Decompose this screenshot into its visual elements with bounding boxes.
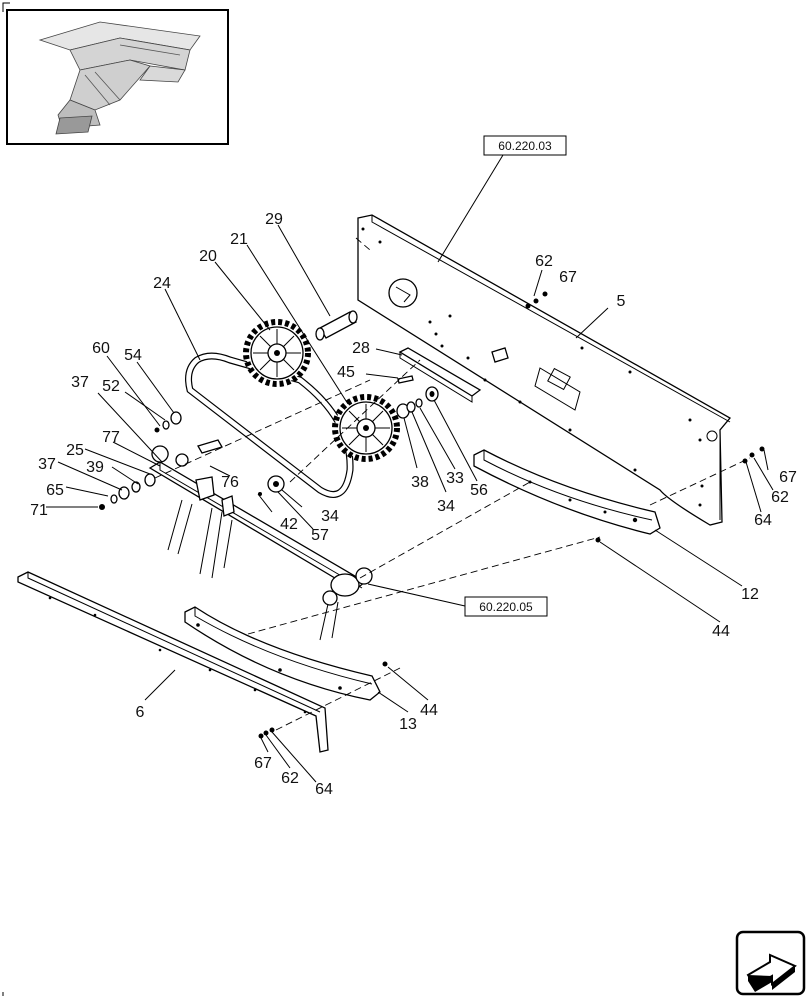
lower-angle-rail xyxy=(17,571,329,753)
callout-67-bottom: 67 xyxy=(254,755,272,772)
callout-62-top: 62 xyxy=(535,253,553,270)
callout-20: 20 xyxy=(199,248,217,265)
callout-34-right: 34 xyxy=(437,498,455,515)
callout-45: 45 xyxy=(337,364,355,381)
callout-57: 57 xyxy=(311,527,329,544)
callout-56: 56 xyxy=(470,482,488,499)
frame-panel xyxy=(357,214,731,526)
callout-21: 21 xyxy=(230,231,248,248)
callout-5: 5 xyxy=(617,293,626,310)
callout-77: 77 xyxy=(102,429,120,446)
leader-lines xyxy=(46,154,774,783)
callout-37-lower: 37 xyxy=(38,456,56,473)
callout-44-upper: 44 xyxy=(712,623,730,640)
callout-29: 29 xyxy=(265,211,283,228)
callout-33: 33 xyxy=(446,470,464,487)
callout-34-left: 34 xyxy=(321,508,339,525)
callout-12: 12 xyxy=(741,586,759,603)
next-page-button[interactable] xyxy=(735,930,806,996)
callout-labels: 29 21 20 24 62 67 5 60 54 28 45 37 52 77… xyxy=(30,211,797,798)
sprocket-hardware xyxy=(396,375,439,419)
upper-sprocket xyxy=(243,319,311,387)
right-fasteners xyxy=(742,446,765,464)
reference-label-2: 60.220.05 xyxy=(479,600,533,614)
assembly-lines xyxy=(154,237,751,731)
callout-76: 76 xyxy=(221,474,239,491)
callout-62-bottom: 62 xyxy=(281,770,299,787)
gear-assembly xyxy=(319,567,373,641)
callout-65: 65 xyxy=(46,482,64,499)
reference-label-1: 60.220.03 xyxy=(498,139,552,153)
callout-64-right: 64 xyxy=(754,512,772,529)
callout-39: 39 xyxy=(86,459,104,476)
callout-60: 60 xyxy=(92,340,110,357)
callout-67-right: 67 xyxy=(779,469,797,486)
callout-13: 13 xyxy=(399,716,417,733)
bottom-fasteners xyxy=(258,727,275,739)
callout-54: 54 xyxy=(124,347,142,364)
callout-24: 24 xyxy=(153,275,171,292)
callout-6: 6 xyxy=(136,704,145,721)
callout-52: 52 xyxy=(102,378,120,395)
top-fasteners xyxy=(525,291,548,309)
upper-guide-rail xyxy=(473,449,661,543)
callout-67-top: 67 xyxy=(559,269,577,286)
drive-chain xyxy=(185,352,354,498)
callout-38: 38 xyxy=(411,474,429,491)
callout-71: 71 xyxy=(30,502,48,519)
corner-mark xyxy=(2,2,10,12)
callout-28: 28 xyxy=(352,340,370,357)
callout-64-bottom: 64 xyxy=(315,781,333,798)
callout-37-upper: 37 xyxy=(71,374,89,391)
callout-25: 25 xyxy=(66,442,84,459)
callout-62-right: 62 xyxy=(771,489,789,506)
overview-thumbnail[interactable] xyxy=(6,9,229,145)
callout-42: 42 xyxy=(280,516,298,533)
reference-box-2[interactable]: 60.220.05 xyxy=(464,596,548,617)
machine-overview-thumbnail-icon xyxy=(38,21,201,135)
left-hardware xyxy=(99,411,285,510)
idler-shaft xyxy=(315,310,358,341)
lower-guide-rail xyxy=(184,606,388,701)
reference-box-1[interactable]: 60.220.03 xyxy=(483,135,567,156)
lower-sprocket xyxy=(332,394,400,462)
callout-44-lower: 44 xyxy=(420,702,438,719)
next-page-arrow-icon xyxy=(746,953,797,992)
